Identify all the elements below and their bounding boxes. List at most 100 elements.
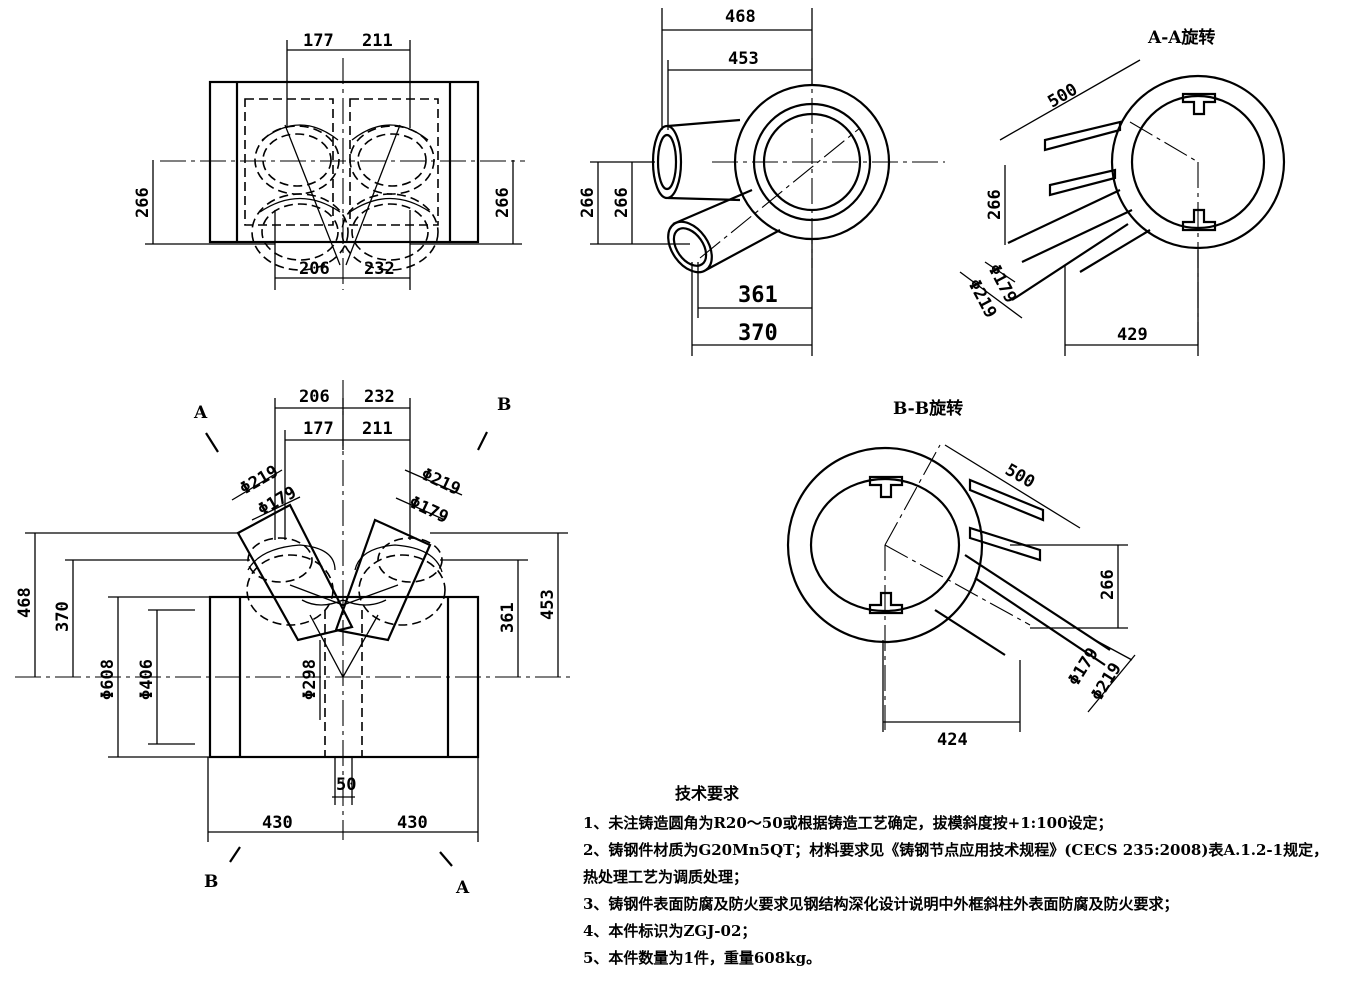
main-dim-phi298: Φ298 [300,659,320,700]
bb-centerline [884,444,941,546]
section-mark-b-bottom [229,846,241,863]
main-dim-line [404,469,463,496]
aa-inner-arc [1130,94,1199,230]
main-dim-line [231,469,283,501]
section-mark-b-top [477,431,488,451]
tl-tube-hidden [341,193,439,271]
notes-item: 5、本件数量为1件，重量608kg。 [583,949,822,967]
aa-dim-266: 266 [985,189,1005,220]
main-dim-phi219-right: Φ219 [418,464,464,499]
aa-tube-edge [1021,209,1133,263]
tl-tube-hidden [262,133,332,187]
aa-dim-429: 429 [1117,325,1148,345]
tl-tube-hidden [357,133,427,187]
tm-tube-end [656,133,678,191]
main-dim-430-right: 430 [397,813,428,833]
tl-dim-266-left: 266 [133,187,153,218]
bb-dim-266: 266 [1098,569,1118,600]
tl-tube-hidden [261,203,339,261]
aa-centerline [1129,121,1199,163]
aa-tube-edge [1011,223,1129,301]
aa-notch-top [1181,92,1217,116]
tl-dim-206: 206 [299,259,330,279]
tm-tube-end [672,227,708,267]
main-dim-phi608: Φ608 [98,659,118,700]
bb-notch-bottom [868,591,904,615]
tm-tube-end [667,220,713,274]
bb-view-title: B-B旋转 [893,398,963,419]
main-dim-line [395,497,446,521]
bb-tube-edge [964,554,1111,651]
main-dim-361: 361 [498,602,518,633]
main-dim-line [251,496,301,521]
bb-rotation-view [786,444,1136,732]
main-core-ribs [289,584,399,679]
bb-tube-edge [934,609,1006,656]
tl-tube-hidden [351,203,429,261]
bb-inner-arc [809,477,886,613]
tl-outer-rect [208,80,480,244]
aa-dim-500: 500 [1045,80,1082,113]
bb-notch-top [868,475,904,499]
main-right-tube-hidden [377,537,443,583]
section-mark-a-bottom [439,851,453,867]
tm-dim-266-a: 266 [578,187,598,218]
bb-rib [968,526,1042,562]
tm-dim-453: 453 [728,49,759,69]
notes-item: 1、未注铸造圆角为R20～50或根据铸造工艺确定，拔模斜度按+1:100设定； [583,814,1113,832]
tl-dim-177: 177 [303,31,334,51]
section-mark-a-top [205,432,219,453]
notes-title: 技术要求 [675,784,740,803]
main-right-tube-hidden [358,554,446,626]
bb-dim-424: 424 [937,730,968,750]
main-left-tube [236,503,354,642]
tm-tube-edge [672,188,753,226]
aa-rib [1043,120,1122,152]
aa-view-title: A-A旋转 [1147,27,1215,48]
aa-rotation-view [959,59,1286,356]
aa-dim-line [984,261,1016,283]
tm-centerline [699,127,861,259]
tl-tube-diagonal [345,124,401,266]
tl-tube-diagonal [284,124,341,266]
notes-item: 4、本件标识为ZGJ-02； [583,922,757,940]
aa-tube-edge [1079,229,1151,273]
section-label-a-bottom: A [455,878,470,898]
main-dim-453: 453 [538,589,558,620]
main-right-tube [334,518,432,642]
tl-dim-266-right: 266 [493,187,513,218]
bb-dim-line [944,444,1081,529]
main-dim-211: 211 [362,419,393,439]
notes-item: 2、铸钢件材质为G20Mn5QT；材料要求见《铸钢节点应用技术规程》(CECS … [583,841,1329,859]
main-left-tube-hidden [246,554,334,626]
bb-dim-500: 500 [1002,460,1039,493]
bb-rib [968,478,1045,522]
aa-dim-line [999,59,1141,141]
bb-centerline [884,544,1031,626]
tm-dim-266-b: 266 [612,187,632,218]
main-dim-430-left: 430 [262,813,293,833]
bb-tube-edge [974,577,1106,666]
aa-dim-line [959,271,1023,319]
tl-dim-232: 232 [364,259,395,279]
tm-dim-370: 370 [738,321,778,346]
bb-dim-line [1087,654,1136,713]
tm-dim-361: 361 [738,283,778,308]
main-elevation-view [15,380,575,867]
top-middle-view [590,8,945,356]
top-left-view [145,40,525,290]
section-label-b-top: B [497,395,511,415]
aa-inner-arc [1197,94,1266,230]
tm-tube-edge [705,229,781,271]
section-label-a-top: A [193,403,208,423]
notes-item: 热处理工艺为调质处理； [583,868,749,886]
aa-notch-bottom [1181,208,1217,232]
aa-rib [1048,168,1117,197]
main-dim-206: 206 [299,387,330,407]
tl-tube-hidden [349,125,435,195]
tl-tube-curves [259,124,431,213]
main-dim-370: 370 [53,601,73,632]
main-right-tube-curve [354,544,443,573]
main-dim-phi406: Φ406 [137,659,157,700]
